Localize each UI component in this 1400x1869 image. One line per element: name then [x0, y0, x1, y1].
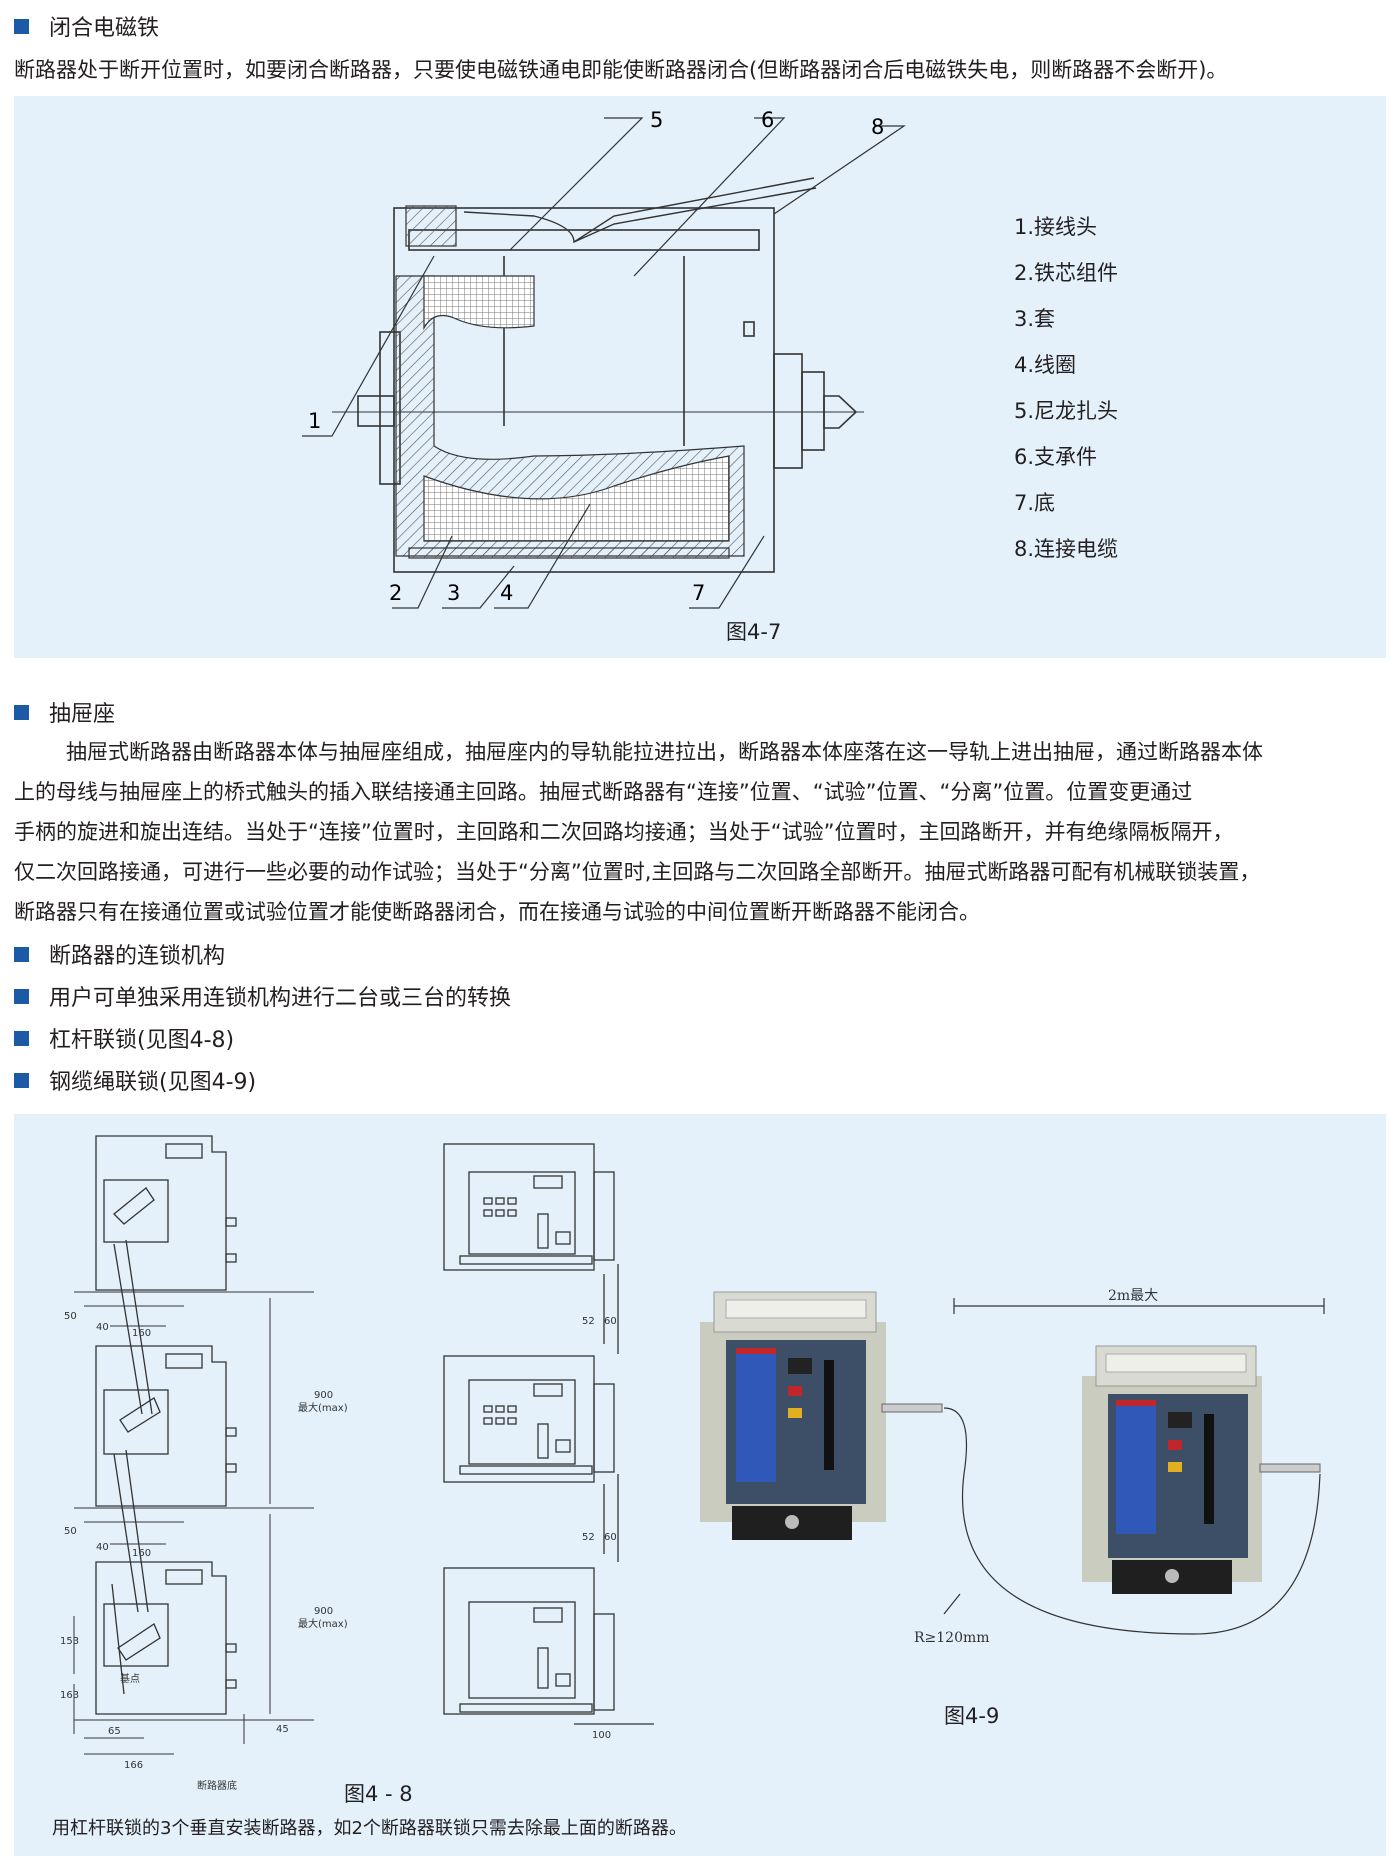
dim-52: 52	[582, 1532, 595, 1543]
figure-4-7-panel: 5 6 8 1 2 3 4 7 1.接线头 2.铁芯组件 3.套 4.线圈 5.…	[14, 96, 1386, 658]
dim-60: 60	[604, 1532, 617, 1543]
heading-text: 闭合电磁铁	[49, 16, 160, 41]
square-bullet-icon	[14, 988, 29, 1004]
drawer-text-line-3: 手柄的旋进和旋出连结。当处于“连接”位置时，主回路和二次回路均接通；当处于“试验…	[14, 820, 1234, 844]
breaker-base-label: 断路器底	[197, 1779, 237, 1792]
dim-40: 40	[96, 1322, 109, 1333]
drawer-text-line-4: 仅二次回路接通，可进行一些必要的动作试验；当处于“分离”位置时,主回路与二次回路…	[14, 860, 1261, 884]
legend-item: 6.支承件	[1014, 445, 1098, 469]
bullet-lever-interlock: 杠杆联锁(见图4-8)	[14, 1022, 234, 1054]
legend-item: 7.底	[1014, 491, 1056, 515]
dim-166: 166	[124, 1760, 143, 1771]
lever-interlock-side-views	[95, 1135, 237, 1715]
dim-163: 163	[60, 1690, 79, 1701]
dim-900: 900	[314, 1606, 333, 1617]
drawer-text-line-1: 抽屉式断路器由断路器本体与抽屉座组成，抽屉座内的导轨能拉进拉出，断路器本体座落在…	[66, 740, 1263, 764]
square-bullet-icon	[14, 946, 29, 962]
connecting-cable	[463, 177, 815, 244]
sleeve-strip	[408, 547, 730, 559]
figure-4-9-labels: 2m最大 R≥120mm	[914, 1288, 1158, 1646]
upper-coil-winding	[423, 275, 535, 331]
bullet-interlock-mechanism: 断路器的连锁机构	[14, 938, 225, 970]
dimension-labels-left: 50 40 160 50 40 160 900 最大(max) 900 最大(m…	[60, 1311, 348, 1792]
figure-4-8-note: 用杠杆联锁的3个垂直安装断路器，如2个断路器联锁只需去除最上面的断路器。	[52, 1818, 687, 1839]
legend-item: 3.套	[1014, 307, 1056, 331]
bullet-text: 断路器的连锁机构	[49, 944, 226, 969]
callout-3: 3	[447, 581, 460, 605]
bullet-cable-interlock: 钢缆绳联锁(见图4-9)	[14, 1064, 256, 1096]
square-bullet-icon	[14, 1030, 29, 1046]
bullet-switching: 用户可单独采用连锁机构进行二台或三台的转换	[14, 980, 511, 1012]
callout-5: 5	[650, 108, 663, 132]
dimension-labels-middle: 52 60 52 60 100	[582, 1316, 617, 1741]
base-point-label: 基点	[120, 1672, 140, 1685]
steel-cable	[943, 1298, 1325, 1635]
bullet-text: 杠杆联锁(见图4-8)	[49, 1028, 235, 1053]
bullet-text: 钢缆绳联锁(见图4-9)	[49, 1070, 257, 1095]
terminal-block	[405, 205, 457, 247]
heading-closing-electromagnet: 闭合电磁铁	[14, 10, 159, 42]
legend-item: 4.线圈	[1014, 353, 1077, 377]
drawer-text-line-5: 断路器只有在接通位置或试验位置才能使断路器闭合，而在接通与试验的中间位置断开断路…	[14, 900, 980, 924]
dim-52: 52	[582, 1316, 595, 1327]
legend-item: 5.尼龙扎头	[1014, 399, 1119, 423]
closing-electromagnet-text: 断路器处于断开位置时，如要闭合断路器，只要使电磁铁通电即能使断路器闭合(但断路器…	[14, 58, 1228, 82]
dim-50: 50	[64, 1311, 77, 1322]
dim-50: 50	[64, 1526, 77, 1537]
figure-4-8-4-9-panel: 50 40 160 50 40 160 900 最大(max) 900 最大(m…	[14, 1114, 1386, 1856]
dim-65: 65	[108, 1726, 121, 1737]
figure-4-7-legend: 1.接线头 2.铁芯组件 3.套 4.线圈 5.尼龙扎头 6.支承件 7.底 8…	[1014, 204, 1118, 572]
figure-4-8-caption: 图4 - 8	[344, 1782, 413, 1806]
dim-153: 153	[60, 1636, 79, 1647]
callout-labels: 5 6 8 1 2 3 4 7	[308, 108, 884, 605]
dimension-lines-left	[73, 1291, 314, 1755]
figure-4-8-4-9-drawing: 50 40 160 50 40 160 900 最大(max) 900 最大(m…	[60, 1135, 1325, 1792]
square-bullet-icon	[14, 1072, 29, 1088]
callout-6: 6	[761, 108, 774, 132]
callout-leaders	[302, 117, 906, 609]
dim-max: 最大(max)	[298, 1617, 348, 1630]
callout-8: 8	[871, 115, 884, 139]
lever-interlock-front-views	[443, 1143, 654, 1725]
dim-160: 160	[132, 1548, 151, 1559]
dim-45: 45	[276, 1724, 289, 1735]
legend-item: 1.接线头	[1014, 215, 1098, 239]
callout-4: 4	[500, 581, 513, 605]
dim-100: 100	[592, 1730, 611, 1741]
callout-1: 1	[308, 409, 321, 433]
callout-7: 7	[692, 581, 705, 605]
dim-160: 160	[132, 1328, 151, 1339]
heading-drawer-seat: 抽屉座	[14, 696, 115, 728]
legend-item: 2.铁芯组件	[1014, 261, 1119, 285]
square-bullet-icon	[14, 704, 29, 720]
dim-900: 900	[314, 1390, 333, 1401]
dim-max: 最大(max)	[298, 1401, 348, 1414]
legend-item: 8.连接电缆	[1014, 537, 1119, 561]
heading-text: 抽屉座	[49, 702, 116, 727]
bullet-text: 用户可单独采用连锁机构进行二台或三台的转换	[49, 986, 512, 1011]
square-bullet-icon	[14, 18, 29, 34]
callout-2: 2	[389, 581, 402, 605]
figure-4-7-drawing: 5 6 8 1 2 3 4 7	[302, 108, 906, 609]
drawer-text-line-2: 上的母线与抽屉座上的桥式触头的插入联结接通主回路。抽屉式断路器有“连接”位置、“…	[14, 780, 1193, 804]
breaker-photo-right	[1082, 1345, 1321, 1594]
dim-60: 60	[604, 1316, 617, 1327]
figure-4-9-caption: 图4-9	[944, 1704, 1000, 1728]
radius-label: R≥120mm	[914, 1630, 990, 1646]
dim-40: 40	[96, 1542, 109, 1553]
figure-4-7-caption: 图4-7	[726, 620, 782, 644]
breaker-photo-left	[700, 1291, 943, 1540]
max-length-label: 2m最大	[1108, 1288, 1158, 1304]
coil-winding	[423, 455, 730, 542]
